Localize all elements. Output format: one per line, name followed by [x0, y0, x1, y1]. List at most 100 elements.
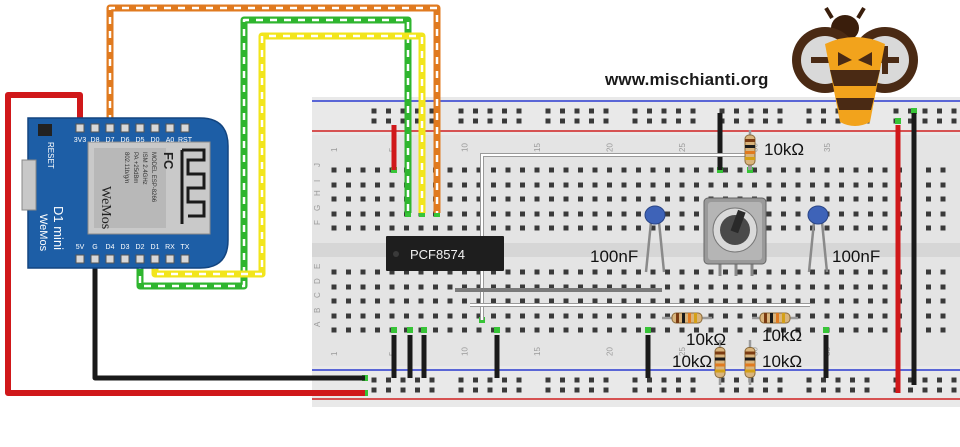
hole	[346, 182, 351, 188]
hole	[908, 387, 913, 393]
hole	[853, 211, 859, 217]
hole	[563, 298, 569, 304]
bee-logo-icon	[792, 6, 918, 126]
hole	[665, 182, 670, 188]
pin	[75, 123, 85, 133]
hole	[487, 387, 493, 393]
wire-green-d2	[136, 16, 412, 290]
hole	[694, 225, 699, 231]
hole	[752, 269, 757, 275]
hole	[708, 284, 714, 290]
cap-left-label: 100nF	[590, 247, 638, 266]
hole	[795, 313, 801, 319]
wire-black-gnd	[92, 260, 365, 381]
hole	[549, 327, 554, 333]
hole	[708, 313, 714, 319]
hole	[665, 211, 670, 217]
resistors	[662, 130, 798, 385]
col-number-bottom: 25	[678, 347, 687, 356]
hole	[806, 118, 812, 124]
hole	[781, 284, 786, 290]
hole	[882, 269, 888, 275]
hole	[607, 284, 612, 290]
hole	[418, 313, 424, 319]
hole	[346, 269, 351, 275]
col-number-top: 25	[678, 143, 687, 152]
hole	[447, 211, 453, 217]
hole	[331, 298, 337, 304]
hole	[868, 284, 873, 290]
hole	[679, 182, 685, 188]
hole	[806, 377, 812, 383]
hole	[839, 211, 844, 217]
hole	[545, 118, 551, 124]
col-number-top: 10	[461, 143, 470, 152]
hole	[940, 327, 946, 333]
hole	[607, 327, 612, 333]
hole	[940, 167, 946, 173]
pin	[150, 254, 160, 264]
hole	[447, 269, 453, 275]
hole	[476, 211, 482, 217]
hole	[429, 108, 435, 114]
resistor	[752, 312, 798, 324]
hole	[850, 387, 855, 393]
hole	[447, 327, 453, 333]
hole	[389, 313, 395, 319]
hole	[694, 269, 699, 275]
hole	[676, 377, 681, 383]
hole	[821, 118, 826, 124]
hole	[734, 108, 739, 114]
hole	[766, 196, 772, 202]
hole	[694, 196, 699, 202]
module-text: PA +25dBm	[132, 152, 138, 183]
hole	[795, 298, 801, 304]
hole	[806, 387, 812, 393]
hole	[665, 313, 670, 319]
hole	[534, 196, 540, 202]
hole	[748, 387, 754, 393]
hole	[752, 167, 757, 173]
hole	[331, 211, 337, 217]
hole	[520, 211, 525, 217]
hole	[491, 167, 496, 173]
hole	[835, 118, 841, 124]
wires	[5, 4, 441, 396]
hole	[621, 284, 627, 290]
site-url[interactable]: www.mischianti.org	[605, 70, 769, 89]
col-number-top: 35	[823, 143, 832, 152]
hole	[723, 182, 728, 188]
hole	[404, 298, 409, 304]
hole	[723, 167, 728, 173]
hole	[708, 298, 714, 304]
hole	[679, 269, 685, 275]
cap-right-label: 100nF	[832, 247, 880, 266]
hole	[375, 167, 380, 173]
hole	[375, 327, 380, 333]
hole	[429, 377, 435, 383]
hole	[520, 182, 525, 188]
module-text: MODEL ESP-8266	[150, 152, 156, 203]
hole	[632, 118, 638, 124]
hole	[607, 313, 612, 319]
hole	[563, 313, 569, 319]
hole	[574, 108, 580, 114]
hole	[621, 313, 627, 319]
hole	[824, 284, 830, 290]
hole	[937, 377, 942, 383]
hole	[922, 377, 928, 383]
hole	[824, 298, 830, 304]
hole	[766, 298, 772, 304]
hole	[821, 387, 826, 393]
col-number-top: 20	[606, 143, 615, 152]
hole	[447, 313, 453, 319]
hole	[563, 225, 569, 231]
hole	[520, 327, 525, 333]
pin	[120, 254, 130, 264]
hole-active	[895, 118, 901, 124]
hole	[574, 377, 580, 383]
hole	[502, 387, 507, 393]
hole	[810, 269, 815, 275]
hole	[766, 284, 772, 290]
hole	[549, 269, 554, 275]
